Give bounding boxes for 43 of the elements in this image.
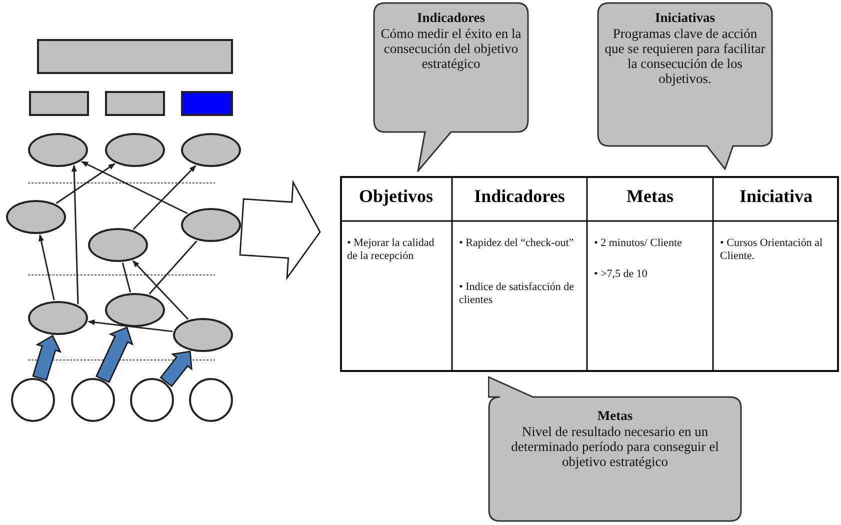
table-cell-text: • Indice de satisfacción de clientes: [459, 281, 576, 307]
callout-heading: Indicadores: [416, 10, 486, 25]
callout-text: Cómo medir el éxito en la consecución del objetivo estratégico: [380, 26, 522, 71]
block-arrow: [239, 180, 321, 280]
arrow: [38, 234, 55, 300]
rectangle: [105, 90, 165, 116]
rectangle: [37, 38, 233, 74]
connector-line: [122, 262, 132, 292]
table-cell-text: • >7,5 de 10: [594, 268, 648, 281]
speech-bubble: [373, 2, 529, 172]
table-cell-text: • Cursos Orientación al Cliente.: [720, 237, 824, 263]
block-arrow: [32, 334, 62, 381]
arrow: [56, 163, 116, 204]
arrow: [88, 320, 173, 332]
arrow: [81, 160, 188, 214]
arrow: [132, 260, 189, 320]
column-header: Iniciativa: [738, 186, 814, 206]
block-arrow: [95, 326, 134, 384]
ellipse: [181, 208, 241, 242]
column-header: Metas: [626, 186, 674, 206]
ellipse: [28, 133, 88, 167]
table-cell-text: • Rapidez del “check-out”: [459, 237, 575, 250]
callout-text: Nivel de resultado necesario en un determinado período para conseguir el objetivo estratégico: [510, 424, 720, 469]
circle: [130, 378, 174, 422]
connector-line: [148, 240, 198, 295]
rectangle: [29, 90, 89, 116]
ellipse: [105, 293, 165, 327]
block-arrow: [160, 350, 192, 388]
callout-heading: Metas: [596, 408, 634, 423]
table-cell-text: • 2 minutos/ Cliente: [594, 237, 683, 250]
rectangle: [181, 90, 233, 116]
callout-text: Programas clave de acción que se requieren para facilitar la consecución de los objetivos.: [604, 26, 766, 86]
column-header: Objetivos: [358, 186, 434, 206]
speech-bubble: [488, 376, 742, 522]
arrow: [71, 164, 79, 304]
column-header: Indicadores: [473, 186, 566, 206]
table-cell-text: • Mejorar la calidad de la recepción: [347, 237, 436, 263]
callout-heading: Iniciativas: [654, 10, 716, 25]
speech-bubble: [597, 2, 773, 170]
circle: [71, 378, 115, 422]
circle: [11, 378, 55, 422]
circle: [189, 378, 233, 422]
arrow: [132, 165, 196, 230]
